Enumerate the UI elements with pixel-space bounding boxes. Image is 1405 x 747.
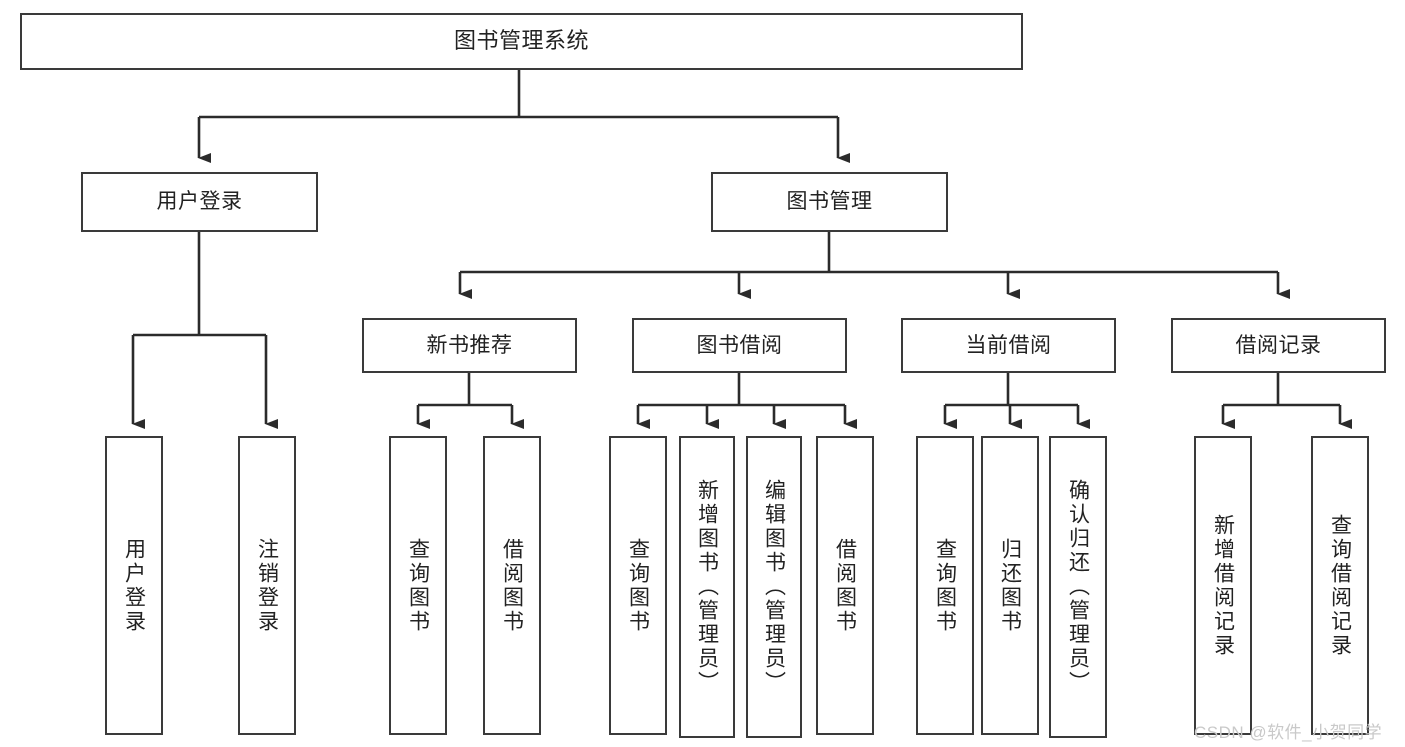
node-label: 借阅图书 [500,537,524,634]
leaf-borrow-record-add[interactable]: 新增借阅记录 [1194,436,1252,735]
node-label: 图书管理系统 [453,28,589,54]
node-label: 查询图书 [406,537,430,634]
node-label: 新增图书（管理员） [695,479,719,695]
leaf-user-login-signout[interactable]: 注销登录 [238,436,296,735]
leaf-current-borrow-return[interactable]: 归还图书 [981,436,1039,735]
leaf-book-borrow-query[interactable]: 查询图书 [609,436,667,735]
node-label: 图书借阅 [696,333,783,357]
node-new-book-recommend[interactable]: 新书推荐 [362,318,577,373]
node-label: 查询图书 [626,537,650,634]
leaf-borrow-record-query[interactable]: 查询借阅记录 [1311,436,1369,735]
watermark-text: CSDN @软件_小贺同学 [1194,723,1383,742]
leaf-current-borrow-query[interactable]: 查询图书 [916,436,974,735]
node-label: 新增借阅记录 [1211,513,1235,658]
leaf-book-borrow-add-admin[interactable]: 新增图书（管理员） [679,436,735,738]
node-user-login[interactable]: 用户登录 [81,172,318,232]
node-label: 用户登录 [122,537,146,634]
leaf-book-borrow-borrow[interactable]: 借阅图书 [816,436,874,735]
node-label: 当前借阅 [965,333,1052,357]
node-borrow-record[interactable]: 借阅记录 [1171,318,1386,373]
node-label: 注销登录 [255,537,279,634]
node-label: 查询借阅记录 [1328,513,1352,658]
node-label: 查询图书 [933,537,957,634]
node-label: 图书管理 [786,190,873,214]
leaf-book-borrow-edit-admin[interactable]: 编辑图书（管理员） [746,436,802,738]
node-label: 归还图书 [998,537,1022,634]
node-label: 借阅记录 [1235,333,1322,357]
leaf-new-book-query[interactable]: 查询图书 [389,436,447,735]
node-label: 编辑图书（管理员） [762,479,786,695]
leaf-new-book-borrow[interactable]: 借阅图书 [483,436,541,735]
node-label: 借阅图书 [833,537,857,634]
node-book-borrow[interactable]: 图书借阅 [632,318,847,373]
leaf-current-borrow-confirm-admin[interactable]: 确认归还（管理员） [1049,436,1107,738]
node-label: 新书推荐 [426,333,513,357]
node-label: 确认归还（管理员） [1066,479,1090,695]
node-current-borrow[interactable]: 当前借阅 [901,318,1116,373]
node-book-management[interactable]: 图书管理 [711,172,948,232]
leaf-user-login-signin[interactable]: 用户登录 [105,436,163,735]
node-label: 用户登录 [156,190,243,214]
node-root-book-management-system[interactable]: 图书管理系统 [20,13,1023,70]
